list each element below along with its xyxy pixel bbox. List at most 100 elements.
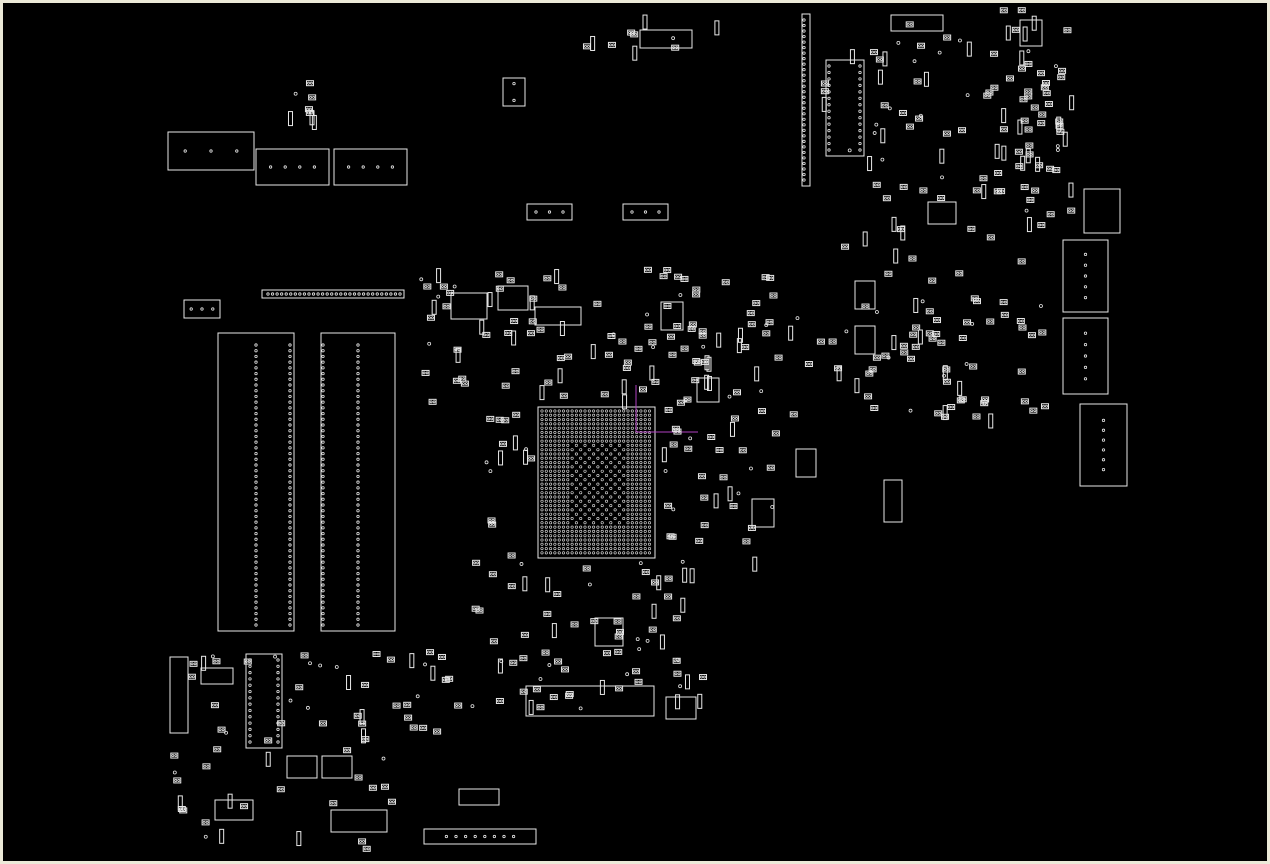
pad[interactable] (288, 383, 292, 387)
passive-component[interactable] (958, 127, 967, 134)
pad[interactable] (492, 572, 496, 576)
passive-component[interactable] (682, 567, 688, 583)
pad[interactable] (1007, 77, 1010, 80)
pad[interactable] (1028, 94, 1032, 98)
pad[interactable] (427, 650, 430, 654)
pad[interactable] (550, 695, 554, 699)
pad[interactable] (1003, 8, 1007, 12)
pad[interactable] (254, 406, 258, 410)
pad[interactable] (254, 366, 258, 370)
pad[interactable] (1053, 168, 1057, 172)
pad[interactable] (206, 764, 210, 768)
passive-component[interactable] (593, 300, 602, 307)
passive-component[interactable] (1030, 104, 1039, 111)
passive-component[interactable] (721, 279, 730, 286)
pad[interactable] (695, 378, 699, 382)
pad[interactable] (958, 38, 962, 43)
pad[interactable] (513, 413, 517, 417)
pad[interactable] (288, 417, 292, 421)
pad[interactable] (825, 82, 828, 85)
passive-component[interactable] (875, 56, 884, 63)
pad[interactable] (675, 46, 679, 50)
pad[interactable] (511, 834, 516, 839)
passive-component[interactable] (963, 319, 972, 326)
passive-component[interactable] (543, 275, 552, 282)
pad[interactable] (1038, 71, 1041, 75)
passive-component[interactable] (506, 277, 515, 284)
pad[interactable] (450, 291, 454, 295)
passive-component[interactable] (1017, 368, 1026, 375)
passive-component[interactable] (362, 845, 371, 852)
pad[interactable] (1027, 198, 1031, 202)
pad[interactable] (1047, 212, 1051, 216)
pad[interactable] (1061, 75, 1065, 79)
pad[interactable] (254, 600, 258, 604)
pad[interactable] (929, 309, 933, 313)
passive-component[interactable] (565, 692, 574, 699)
pad[interactable] (321, 429, 325, 433)
passive-component[interactable] (651, 579, 660, 586)
pad[interactable] (934, 318, 937, 322)
pad[interactable] (997, 189, 1001, 193)
passive-component[interactable] (687, 325, 696, 332)
pad[interactable] (304, 653, 308, 657)
pad[interactable] (940, 175, 944, 180)
passive-component[interactable] (752, 300, 761, 307)
pad[interactable] (288, 360, 292, 364)
passive-component[interactable] (509, 659, 518, 666)
pad[interactable] (802, 117, 806, 121)
pad[interactable] (561, 210, 565, 214)
pad[interactable] (652, 628, 656, 631)
pad[interactable] (390, 165, 394, 169)
passive-component[interactable] (179, 807, 188, 814)
pad[interactable] (358, 776, 362, 779)
pad[interactable] (499, 418, 503, 422)
pad[interactable] (876, 58, 880, 61)
pad[interactable] (991, 86, 995, 90)
pad[interactable] (914, 80, 918, 83)
ic[interactable] (214, 799, 254, 821)
passive-component[interactable] (201, 819, 210, 826)
passive-component[interactable] (173, 777, 182, 784)
pad[interactable] (1039, 163, 1043, 167)
passive-component[interactable] (559, 392, 568, 399)
pad[interactable] (276, 715, 280, 719)
pad[interactable] (913, 333, 917, 337)
pad[interactable] (288, 406, 292, 410)
pad[interactable] (203, 764, 207, 768)
pad[interactable] (742, 345, 746, 349)
pad[interactable] (772, 431, 776, 435)
pad[interactable] (321, 434, 325, 439)
pad[interactable] (354, 714, 358, 718)
pad[interactable] (982, 398, 985, 401)
pad[interactable] (748, 322, 752, 326)
passive-component[interactable] (1037, 222, 1046, 229)
pad[interactable] (499, 287, 503, 291)
passive-component[interactable] (1026, 217, 1032, 233)
pad[interactable] (499, 659, 504, 664)
pad[interactable] (827, 141, 831, 146)
pad[interactable] (881, 103, 885, 107)
pad[interactable] (763, 331, 767, 335)
pad[interactable] (1025, 128, 1029, 131)
pad[interactable] (283, 165, 287, 169)
passive-component[interactable] (967, 225, 976, 232)
pad[interactable] (537, 328, 541, 332)
connector[interactable] (622, 203, 669, 221)
passive-component[interactable] (898, 109, 907, 116)
ic[interactable] (927, 201, 957, 225)
pad[interactable] (373, 652, 377, 656)
pad[interactable] (994, 189, 998, 193)
pad[interactable] (446, 677, 450, 681)
pad[interactable] (699, 474, 702, 478)
pad[interactable] (917, 80, 921, 83)
passive-component[interactable] (202, 763, 211, 770)
pad[interactable] (956, 271, 960, 275)
passive-component[interactable] (265, 751, 271, 767)
pad[interactable] (1034, 106, 1038, 109)
pad[interactable] (802, 95, 806, 99)
pad[interactable] (254, 611, 258, 616)
pad[interactable] (946, 368, 950, 371)
pad[interactable] (502, 384, 506, 388)
passive-component[interactable] (691, 377, 700, 384)
